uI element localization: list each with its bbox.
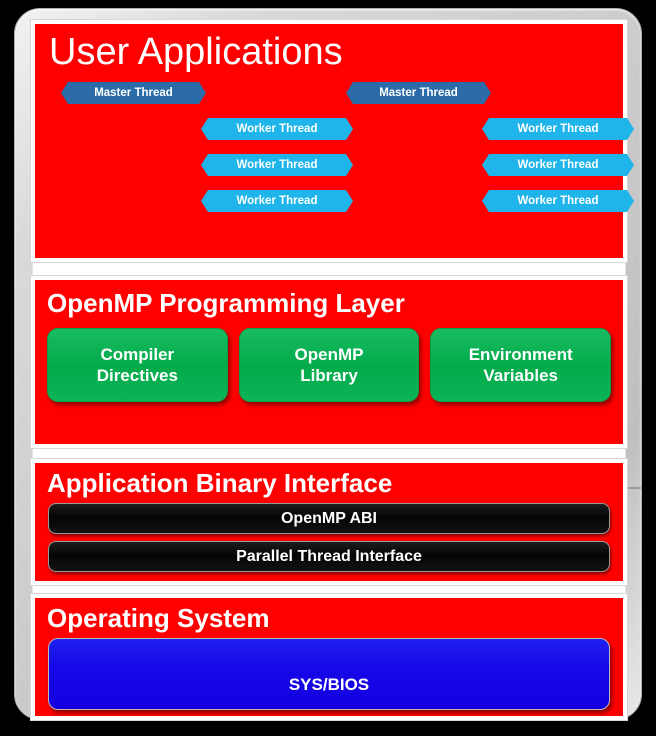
bezel-seam: [627, 487, 641, 489]
layer-title-application-binary-interface: Application Binary Interface: [47, 468, 393, 498]
worker-thread-right-3[interactable]: Worker Thread: [482, 190, 634, 212]
os-component-sys-bios[interactable]: SYS/BIOS: [48, 638, 610, 710]
component-line-2: Variables: [483, 366, 559, 385]
worker-thread-left-1[interactable]: Worker Thread: [201, 118, 353, 140]
worker-thread-left-2[interactable]: Worker Thread: [201, 154, 353, 176]
layer-user-applications: User Applications Master Thread Worker T…: [31, 20, 627, 262]
component-line-2: Directives: [96, 366, 178, 385]
abi-bar-parallel-thread-interface[interactable]: Parallel Thread Interface: [48, 541, 610, 572]
openmp-component-group: Compiler Directives OpenMP Library Envir…: [47, 328, 612, 402]
master-thread-right[interactable]: Master Thread: [346, 82, 491, 104]
master-thread-left[interactable]: Master Thread: [61, 82, 206, 104]
component-environment-variables[interactable]: Environment Variables: [430, 328, 612, 402]
layer-title-openmp-programming: OpenMP Programming Layer: [47, 288, 405, 318]
component-compiler-directives[interactable]: Compiler Directives: [47, 328, 228, 402]
component-line-1: OpenMP: [294, 345, 364, 364]
thread-area: Master Thread Worker Thread Worker Threa…: [35, 74, 623, 224]
layer-openmp-programming: OpenMP Programming Layer Compiler Direct…: [31, 276, 627, 448]
worker-thread-left-3[interactable]: Worker Thread: [201, 190, 353, 212]
component-line-1: Compiler: [100, 345, 175, 364]
component-line-1: Environment: [468, 345, 573, 364]
layer-title-user-applications: User Applications: [49, 31, 343, 73]
component-line-2: Library: [300, 366, 358, 385]
worker-thread-right-2[interactable]: Worker Thread: [482, 154, 634, 176]
layer-application-binary-interface: Application Binary Interface OpenMP ABI …: [31, 459, 627, 585]
layer-operating-system: Operating System SYS/BIOS: [31, 594, 627, 720]
worker-thread-right-1[interactable]: Worker Thread: [482, 118, 634, 140]
abi-bar-openmp-abi[interactable]: OpenMP ABI: [48, 503, 610, 534]
abi-bar-group: OpenMP ABI Parallel Thread Interface: [48, 503, 610, 572]
layer-title-operating-system: Operating System: [47, 603, 270, 633]
component-openmp-library[interactable]: OpenMP Library: [238, 328, 420, 402]
openmp-architecture-stack: User Applications Master Thread Worker T…: [31, 20, 631, 720]
